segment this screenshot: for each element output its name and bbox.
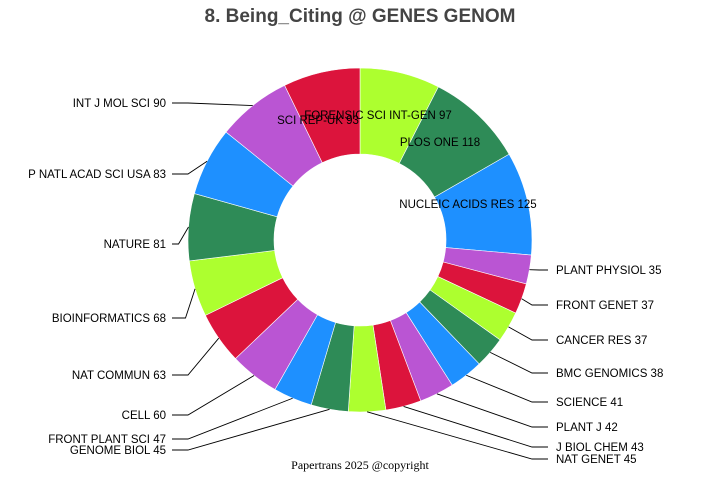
slice-label: INT J MOL SCI 90: [73, 98, 166, 110]
leader-line: [508, 326, 548, 341]
slice-label: NAT GENET 45: [556, 454, 637, 466]
leader-line: [172, 102, 253, 106]
leader-line: [172, 160, 208, 175]
leader-line: [172, 288, 196, 319]
slice-label: CELL 60: [122, 410, 166, 422]
leader-line: [521, 298, 548, 306]
slice-label: PLANT PHYSIOL 35: [556, 265, 661, 277]
slice-label: J BIOL CHEM 43: [556, 442, 644, 454]
slice-label: SCI REP-UK 93: [277, 115, 359, 127]
donut-slice[interactable]: [284, 67, 361, 164]
slice-label: BMC GENOMICS 38: [556, 368, 663, 380]
slice-label: GENOME BIOL 45: [70, 445, 166, 457]
leader-line: [172, 226, 189, 245]
leader-line: [172, 397, 293, 440]
leader-line: [436, 393, 548, 428]
slice-label: NATURE 81: [104, 239, 166, 251]
slice-label: SCIENCE 41: [556, 397, 623, 409]
slice-label: FORENSIC SCI INT-GEN 97: [304, 110, 452, 122]
leader-line: [172, 408, 330, 451]
chart-title: 8. Being_Citing @ GENES GENOM: [204, 6, 516, 27]
leader-line: [489, 352, 548, 374]
slice-label: NUCLEIC ACIDS RES 125: [399, 199, 536, 211]
slice-label: P NATL ACAD SCI USA 83: [28, 169, 166, 181]
leader-line: [403, 405, 548, 448]
slice-label: CANCER RES 37: [556, 335, 647, 347]
leader-line: [172, 375, 255, 416]
slice-label: FRONT PLANT SCI 47: [48, 434, 166, 446]
leader-line: [172, 337, 220, 376]
slice-label: NAT COMMUN 63: [72, 370, 166, 382]
copyright-footer: Papertrans 2025 @copyright: [291, 458, 429, 472]
slice-label: BIOINFORMATICS 68: [52, 313, 166, 325]
leader-line: [466, 374, 548, 403]
slice-label: FRONT GENET 37: [556, 300, 654, 312]
slice-label: PLOS ONE 118: [400, 137, 480, 149]
leader-line: [367, 411, 548, 460]
slice-label: PLANT J 42: [556, 422, 618, 434]
